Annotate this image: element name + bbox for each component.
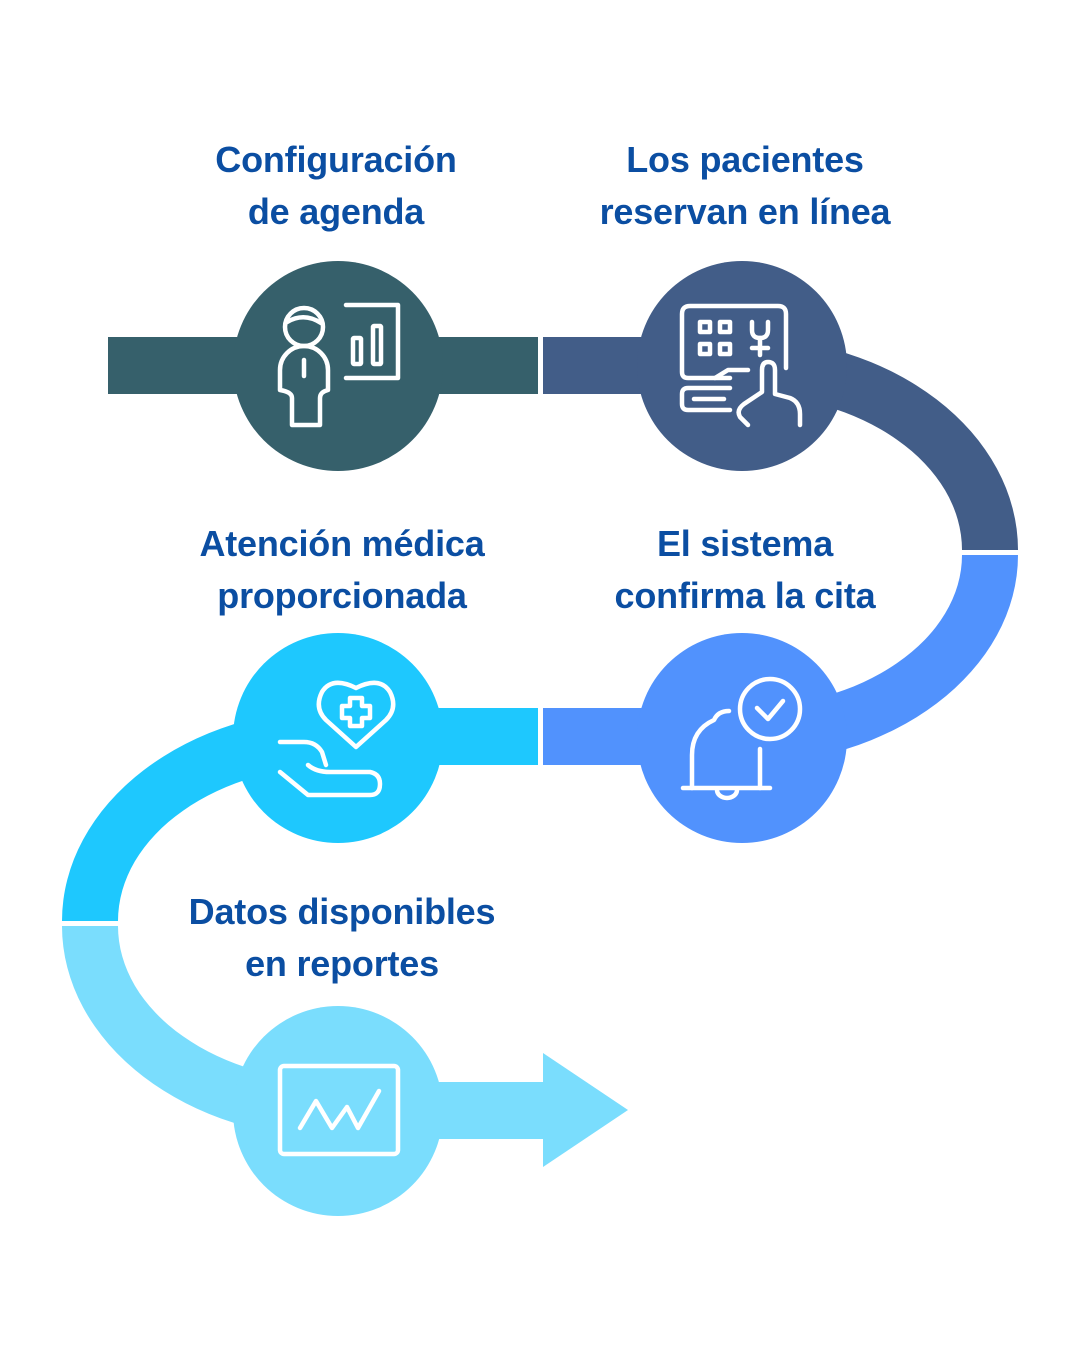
bell-check-icon [680, 676, 803, 801]
touch-screen-booking-icon [679, 303, 803, 428]
step-2-title-line-2: reservan en línea [599, 191, 891, 232]
step-4-title-line-2: proporcionada [217, 575, 467, 616]
step-4-circle [233, 633, 443, 843]
step-1-circle [233, 261, 443, 471]
step-5-title: Datos disponibles en reportes [142, 886, 542, 990]
step-1-title: Configuración de agenda [136, 134, 536, 238]
step-2-title-line-1: Los pacientes [626, 139, 864, 180]
step-5-circle-shape [233, 1006, 443, 1216]
step-5-title-line-1: Datos disponibles [188, 891, 496, 932]
step-4-title-line-1: Atención médica [199, 523, 485, 564]
step-3-title: El sistema confirma la cita [545, 518, 945, 622]
step-3-title-line-1: El sistema [656, 523, 834, 564]
step-2-title: Los pacientes reservan en línea [545, 134, 945, 238]
step-3-title-line-2: confirma la cita [614, 575, 876, 616]
step-4-title: Atención médica proporcionada [142, 518, 542, 622]
step-2-circle [637, 261, 847, 471]
hand-heart-medical-icon [277, 680, 396, 798]
presenter-chart-icon [277, 302, 401, 428]
step-1-title-line-1: Configuración [215, 139, 457, 180]
step-3-circle [637, 633, 847, 843]
line-chart-report-icon [277, 1063, 401, 1157]
step-5-title-line-2: en reportes [245, 943, 439, 984]
step-1-title-line-2: de agenda [247, 191, 425, 232]
